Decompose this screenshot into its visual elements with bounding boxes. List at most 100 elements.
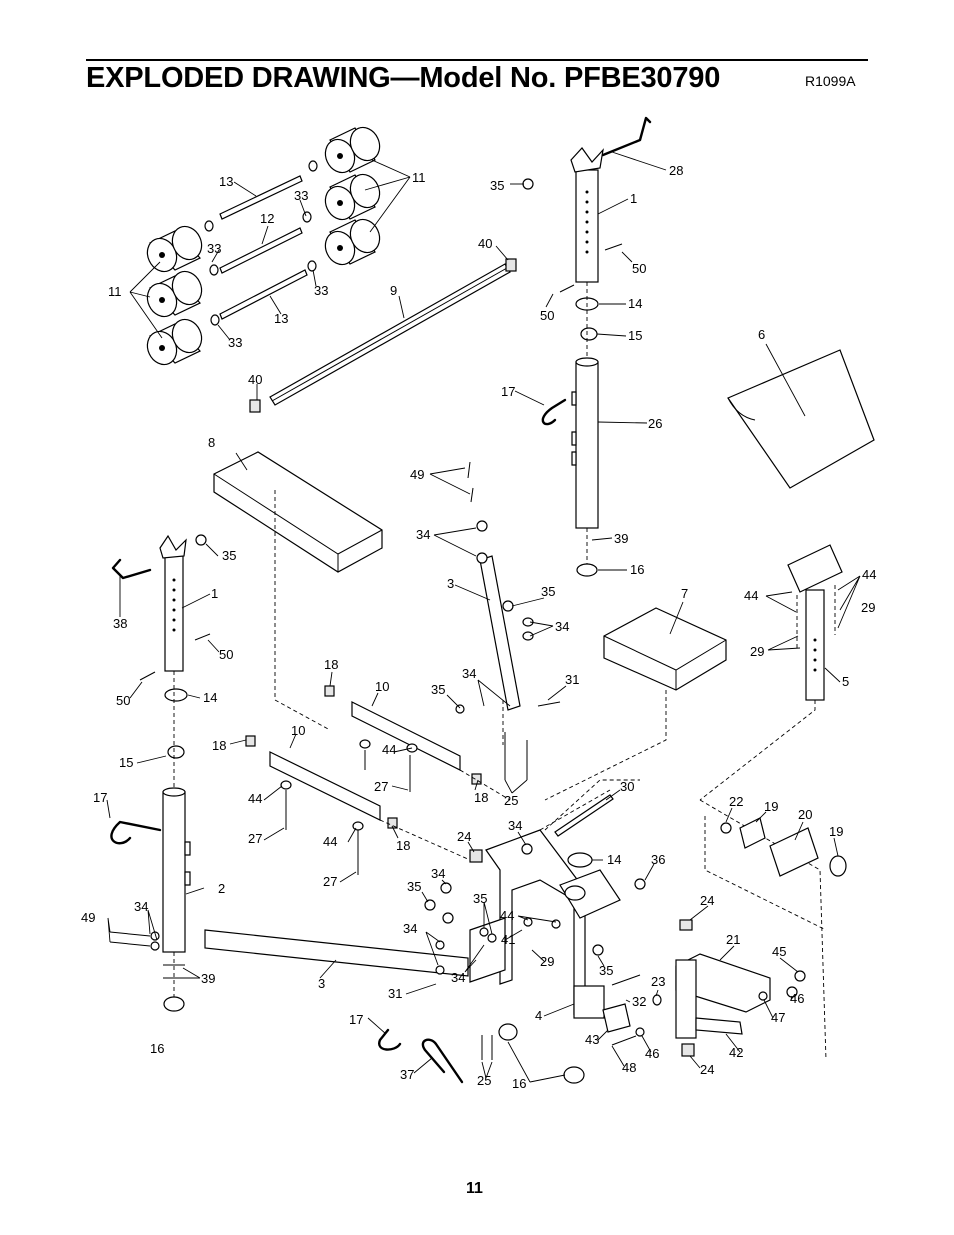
callout-42: 42 (729, 1045, 743, 1060)
callout-49: 49 (81, 910, 95, 925)
axle (554, 794, 614, 837)
leg-lever-tube (249, 258, 517, 413)
front-post (571, 357, 599, 577)
foot-cap (563, 1066, 585, 1084)
callout-34: 34 (416, 527, 430, 542)
page-title: EXPLODED DRAWING—Model No. PFBE30790 (86, 62, 721, 94)
callout-34: 34 (555, 619, 569, 634)
callout-3: 3 (318, 976, 325, 991)
leg-lever (675, 919, 806, 1057)
callout-38: 38 (113, 616, 127, 631)
rear-post (162, 787, 191, 1012)
callout-16: 16 (512, 1076, 526, 1091)
callout-33: 33 (228, 335, 242, 350)
main-frame (469, 789, 621, 1019)
callout-24: 24 (700, 893, 714, 908)
bushing (580, 327, 598, 341)
callout-50: 50 (540, 308, 554, 323)
callout-11: 11 (108, 284, 122, 299)
bushing (167, 745, 185, 759)
callout-34: 34 (403, 921, 417, 936)
callout-35: 35 (473, 891, 487, 906)
callout-29: 29 (540, 954, 554, 969)
callout-29: 29 (750, 644, 764, 659)
square-cap (602, 1003, 631, 1033)
callout-46: 46 (790, 991, 804, 1006)
roller-pad (324, 126, 381, 174)
seat-pad (544, 607, 727, 801)
roller-pad (324, 173, 381, 221)
callout-4: 4 (535, 1008, 542, 1023)
callout-50: 50 (116, 693, 130, 708)
roller-axle-assembly (704, 816, 847, 931)
callout-44: 44 (500, 908, 514, 923)
foot-cap (163, 996, 185, 1012)
callout-15: 15 (628, 328, 642, 343)
callout-5: 5 (842, 674, 849, 689)
callout-17: 17 (93, 790, 107, 805)
upright-with-pop-pin (559, 116, 652, 360)
callout-27: 27 (248, 831, 262, 846)
callout-10: 10 (375, 679, 389, 694)
callout-45: 45 (772, 944, 786, 959)
callout-40: 40 (478, 236, 492, 251)
callout-34: 34 (431, 866, 445, 881)
callout-12: 12 (260, 211, 274, 226)
end-cap (505, 258, 517, 272)
callout-8: 8 (208, 435, 215, 450)
foot-cap (576, 563, 598, 577)
arm-tube (479, 555, 521, 745)
roller-pad-group (146, 126, 381, 366)
callout-35: 35 (490, 178, 504, 193)
callout-13: 13 (219, 174, 233, 189)
hook (110, 820, 162, 845)
callout-14: 14 (203, 690, 217, 705)
callout-32: 32 (632, 994, 646, 1009)
base-tube (204, 929, 469, 977)
callout-35: 35 (599, 963, 613, 978)
callout-47: 47 (771, 1010, 785, 1025)
callout-26: 26 (648, 416, 662, 431)
callout-15: 15 (119, 755, 133, 770)
callout-25: 25 (477, 1073, 491, 1088)
nut (204, 160, 318, 326)
callout-27: 27 (323, 874, 337, 889)
callout-25: 25 (504, 793, 518, 808)
callout-7: 7 (681, 586, 688, 601)
callout-44: 44 (323, 834, 337, 849)
callout-48: 48 (622, 1060, 636, 1075)
callout-16: 16 (630, 562, 644, 577)
callout-17: 17 (501, 384, 515, 399)
callout-29: 29 (861, 600, 875, 615)
upright-with-pop-pin (111, 534, 211, 790)
roller-pad (146, 270, 203, 318)
page-number: 11 (466, 1180, 483, 1197)
callout-10: 10 (291, 723, 305, 738)
callout-17: 17 (349, 1012, 363, 1027)
callout-1: 1 (630, 191, 637, 206)
bushing (164, 688, 188, 702)
seat-frame-tube (245, 685, 482, 829)
callout-34: 34 (462, 666, 476, 681)
callout-24: 24 (700, 1062, 714, 1077)
callout-6: 6 (758, 327, 765, 342)
callout-40: 40 (248, 372, 262, 387)
callout-44: 44 (744, 588, 758, 603)
callout-18: 18 (212, 738, 226, 753)
callout-24: 24 (457, 829, 471, 844)
callout-23: 23 (651, 974, 665, 989)
callout-22: 22 (729, 794, 743, 809)
seat-back-pad (213, 451, 383, 731)
callout-18: 18 (396, 838, 410, 853)
leader-lines (106, 151, 861, 1083)
callout-46: 46 (645, 1046, 659, 1061)
callout-39: 39 (201, 971, 215, 986)
callout-21: 21 (726, 932, 740, 947)
callout-37: 37 (400, 1067, 414, 1082)
callout-35: 35 (431, 682, 445, 697)
callout-33: 33 (207, 241, 221, 256)
callout-1: 1 (211, 586, 218, 601)
callout-20: 20 (798, 807, 812, 822)
callout-14: 14 (607, 852, 621, 867)
roller-pad (324, 218, 381, 266)
